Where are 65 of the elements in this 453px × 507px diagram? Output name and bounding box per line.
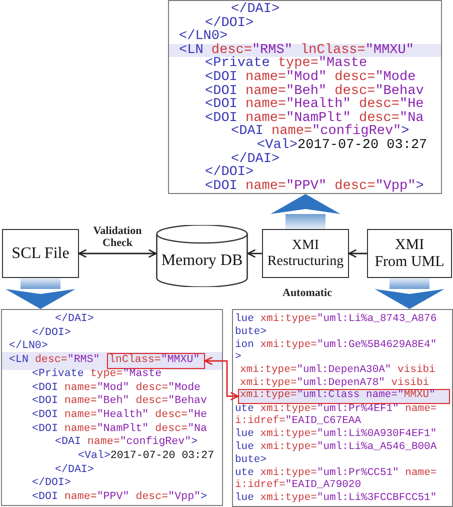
- code-line: <DOI name="Beh" desc="Behav: [32, 395, 208, 409]
- box-label: Memory DB: [161, 252, 243, 270]
- code-panel: [168, 0, 442, 194]
- code-line: </DOI>: [205, 166, 254, 180]
- box-label: XMI Restructuring: [266, 238, 345, 270]
- code-line: lue xmi:type="uml:Li%a_8743_A876: [235, 313, 437, 326]
- code-line: >: [235, 351, 242, 364]
- code-line: <DAI name="configRev">: [55, 436, 198, 450]
- code-line: <Private type="Maste: [205, 57, 368, 71]
- arrow: [348, 249, 367, 258]
- code-line: <DOI name="PPV" desc="Vpp">: [32, 491, 208, 505]
- code-line: <DOI name="NamPlt" desc="Na: [205, 112, 424, 126]
- code-line: ute xmi:type="uml:Pr%4EF1" name=: [235, 402, 437, 415]
- code-line: lnClass="MMXU": [109, 354, 200, 368]
- code-line: lue xmi:type="uml:Li%a_A546_B00A: [235, 441, 437, 454]
- code-line: <LN desc="RMS": [9, 354, 100, 368]
- process-box: [262, 229, 349, 278]
- database-cylinder: [156, 225, 248, 287]
- code-line: <Val>2017-07-20 03:27: [257, 139, 428, 153]
- code-line: lue xmi:type="uml:Li%0A930F4EF1": [235, 428, 437, 441]
- code-line: <DOI name="Health" desc="He: [32, 408, 208, 423]
- arrow: [247, 249, 262, 258]
- edge-label: Validation Check: [92, 224, 143, 250]
- code-line: <DAI name="configRev">: [231, 125, 410, 139]
- code-line: bute>: [235, 454, 267, 467]
- code-line: i:idref="EAID_A79020: [235, 479, 362, 492]
- double-arrow: [78, 249, 157, 258]
- code-line: </DOI>: [205, 16, 254, 30]
- code-panel: [1, 309, 223, 506]
- code-line: </DAI>: [55, 313, 94, 327]
- block-arrow: [6, 278, 76, 309]
- process-box: [367, 229, 452, 278]
- code-line: xmi:type="uml:Class name="MMXU": [240, 389, 436, 402]
- highlight-box: [107, 353, 205, 369]
- process-box: [2, 229, 79, 278]
- code-line: </DAI>: [55, 464, 94, 478]
- code-line: </DAI>: [231, 152, 280, 166]
- code-line: i:idref="EAID_C67EAA: [235, 415, 362, 428]
- code-line: <DOI name="Mod" desc="Mode: [32, 382, 201, 395]
- code-line: <Val>2017-07-20 03:27: [78, 450, 214, 464]
- code-line: ion xmi:type="uml:Ge%5B4629A8E4": [235, 338, 437, 352]
- code-line: </DOI>: [32, 477, 71, 492]
- code-line: xmi:type="uml:DepenA30A" visibi: [240, 364, 436, 377]
- block-arrow: [374, 278, 444, 309]
- code-line: </LN0>: [179, 30, 228, 44]
- code-line: <DOI name="Mod" desc="Mode: [205, 71, 416, 85]
- code-line: </DOI>: [32, 326, 71, 340]
- code-line: lue xmi:type="uml:Li%3FCCBFCC51": [235, 492, 437, 505]
- box-label: XMI From UML: [374, 236, 444, 270]
- code-line: </LN0>: [9, 340, 48, 354]
- code-line: <DOI name="PPV" desc="Vpp">: [205, 180, 424, 194]
- code-panel: [232, 309, 453, 507]
- code-line: bute>: [235, 326, 267, 339]
- code-line: xmi:type="uml:DepenA78" visibi: [240, 377, 430, 389]
- double-arrow: [204, 356, 239, 400]
- code-line: <DOI name="Health" desc="He: [205, 98, 424, 112]
- node-caption: Automatic: [282, 287, 332, 299]
- code-line: <Private type="Maste: [32, 368, 162, 382]
- block-arrow: [270, 194, 340, 229]
- box-label: SCL File: [12, 244, 70, 262]
- code-line: </DAI>: [231, 3, 280, 17]
- code-line: <DOI name="NamPlt" desc="Na: [32, 422, 208, 436]
- highlight-box: [238, 388, 450, 404]
- code-line: ute xmi:type="uml:Pr%CC51" name=: [235, 466, 437, 479]
- code-line: <DOI name="Beh" desc="Behav: [205, 84, 424, 98]
